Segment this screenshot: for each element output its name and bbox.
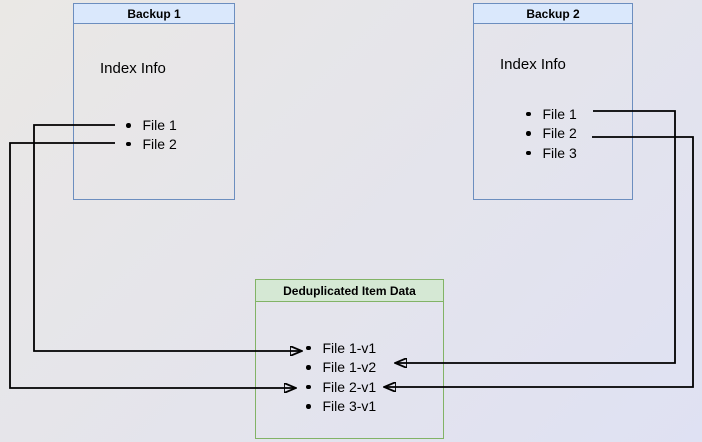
backup1-index-info-label: Index Info bbox=[100, 60, 166, 77]
bullet-icon bbox=[306, 404, 311, 409]
dedup-item-file3v1-label: File 3-v1 bbox=[322, 398, 377, 415]
backup1-file-list: File 1 File 2 bbox=[126, 116, 177, 153]
backup1-file-1: File 1 bbox=[126, 116, 177, 135]
bullet-icon bbox=[306, 365, 311, 370]
backup2-file-1-label: File 1 bbox=[542, 105, 577, 122]
backup2-box: Backup 2 bbox=[473, 3, 633, 200]
backup1-title: Backup 1 bbox=[74, 4, 234, 24]
backup2-file-2-label: File 2 bbox=[542, 125, 577, 142]
backup2-file-3-label: File 3 bbox=[542, 144, 577, 161]
dedup-title: Deduplicated Item Data bbox=[256, 280, 443, 302]
dedup-item-file1v2: File 1-v2 bbox=[306, 358, 376, 378]
backup1-file-2-label: File 2 bbox=[142, 135, 177, 152]
bullet-icon bbox=[306, 384, 311, 389]
backup2-file-list: File 1 File 2 File 3 bbox=[526, 104, 577, 163]
bullet-icon bbox=[306, 345, 311, 350]
backup1-file-1-label: File 1 bbox=[142, 117, 177, 134]
backup1-box: Backup 1 bbox=[73, 3, 235, 200]
bullet-icon bbox=[526, 111, 531, 116]
bullet-icon bbox=[126, 123, 131, 128]
bullet-icon bbox=[126, 141, 131, 146]
dedup-item-file1v2-label: File 1-v2 bbox=[322, 359, 377, 376]
dedup-item-file2v1-label: File 2-v1 bbox=[322, 378, 377, 395]
bullet-icon bbox=[526, 131, 531, 136]
backup2-file-3: File 3 bbox=[526, 143, 577, 163]
dedup-item-file1v1: File 1-v1 bbox=[306, 338, 376, 358]
backup2-file-2: File 2 bbox=[526, 124, 577, 144]
backup2-index-info-label: Index Info bbox=[500, 56, 566, 73]
backup1-file-2: File 2 bbox=[126, 135, 177, 154]
dedup-item-file2v1: File 2-v1 bbox=[306, 377, 376, 397]
backup2-title: Backup 2 bbox=[474, 4, 632, 24]
backup2-file-1: File 1 bbox=[526, 104, 577, 124]
dedup-item-file3v1: File 3-v1 bbox=[306, 397, 376, 417]
bullet-icon bbox=[526, 150, 531, 155]
dedup-item-list: File 1-v1 File 1-v2 File 2-v1 File 3-v1 bbox=[306, 338, 376, 416]
dedup-item-file1v1-label: File 1-v1 bbox=[322, 339, 377, 356]
